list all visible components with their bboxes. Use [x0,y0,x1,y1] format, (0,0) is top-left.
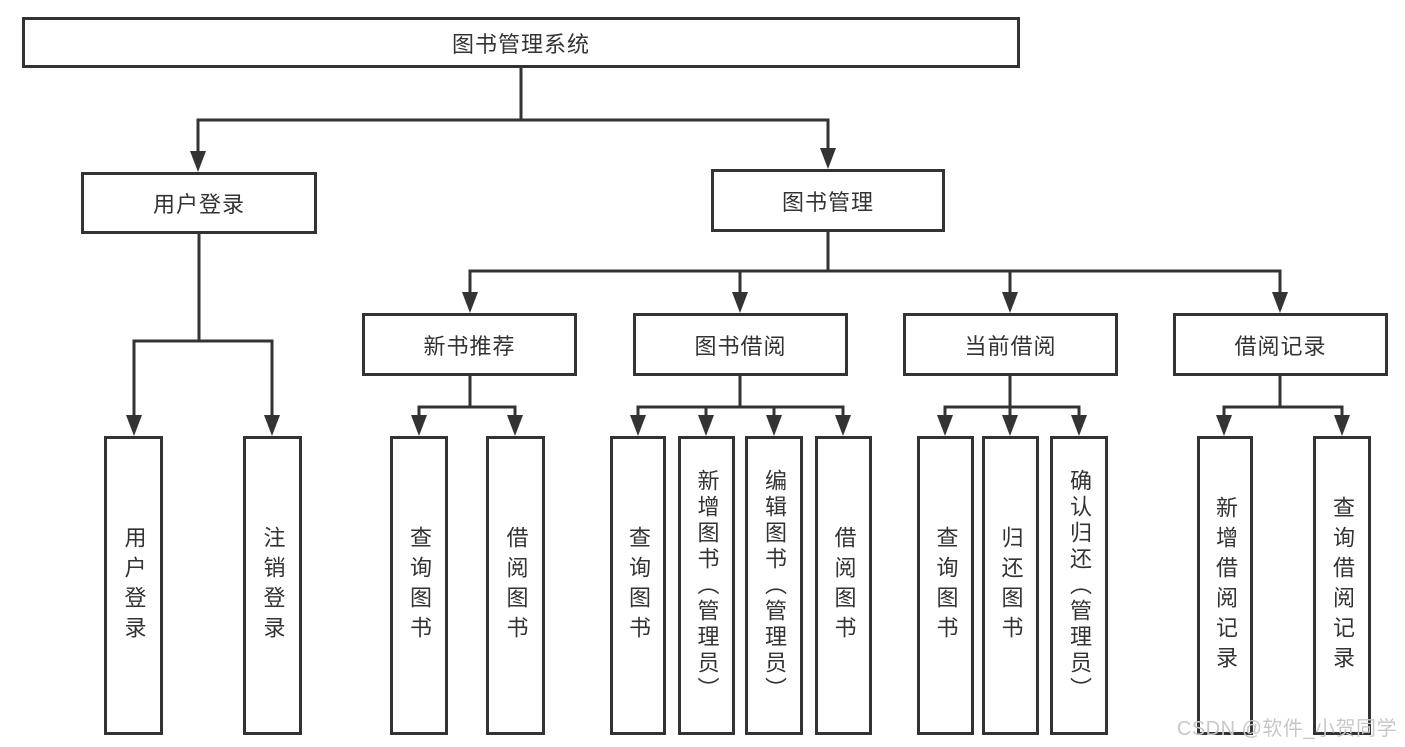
watermark: CSDN @软件_小贺同学 [1176,718,1397,740]
leaf-user-login: 用户登录 [104,436,163,735]
leaf-borrow-query-book-label: 查询图书 [626,525,651,646]
arrowhead-icon [1071,415,1087,436]
leaf-user-login-label: 用户登录 [121,525,147,646]
leaf-current-query-book-label: 查询图书 [933,525,959,646]
node-book-borrowing-label: 图书借阅 [694,333,787,359]
leaf-current-confirm-return-admin: 确认归还（管理员） [1050,436,1108,735]
node-new-book-recommendation: 新书推荐 [362,313,577,376]
leaf-recommend-borrow-book: 借阅图书 [486,436,545,735]
leaf-logout-label: 注销登录 [260,525,286,646]
leaf-records-query-record: 查询借阅记录 [1313,436,1371,735]
arrowhead-icon [766,415,782,436]
leaf-borrow-add-book-admin-label: 新增图书（管理员） [694,468,720,703]
leaf-records-add-record-label: 新增借阅记录 [1213,495,1238,676]
node-user-login: 用户登录 [81,172,317,234]
node-current-borrowing: 当前借阅 [903,313,1118,376]
arrowhead-icon [698,415,714,436]
arrowhead-icon [264,415,280,436]
arrowhead-icon [630,415,646,436]
node-borrowing-records-label: 借阅记录 [1234,333,1327,359]
node-book-management: 图书管理 [711,169,945,232]
leaf-borrow-borrow-book: 借阅图书 [815,436,872,735]
node-borrowing-records: 借阅记录 [1173,313,1388,376]
node-book-borrowing: 图书借阅 [633,313,848,376]
node-root: 图书管理系统 [22,17,1020,68]
arrowhead-icon [820,148,836,169]
node-current-borrowing-label: 当前借阅 [964,333,1057,359]
leaf-logout: 注销登录 [243,436,302,735]
leaf-recommend-borrow-book-label: 借阅图书 [503,525,529,646]
arrowhead-icon [1334,415,1350,436]
arrowheads [126,148,1350,436]
leaf-current-query-book: 查询图书 [917,436,974,735]
leaf-borrow-add-book-admin: 新增图书（管理员） [678,436,735,735]
leaf-records-add-record: 新增借阅记录 [1197,436,1253,735]
arrowhead-icon [1216,415,1232,436]
arrowhead-icon [462,292,478,313]
leaf-borrow-borrow-book-label: 借阅图书 [831,525,857,646]
leaf-recommend-query-book-label: 查询图书 [407,525,432,646]
node-book-management-label: 图书管理 [781,189,874,215]
arrowhead-icon [937,415,953,436]
leaf-borrow-edit-book-admin: 编辑图书（管理员） [745,436,803,735]
leaf-borrow-query-book: 查询图书 [610,436,666,735]
leaf-recommend-query-book: 查询图书 [390,436,448,735]
node-root-label: 图书管理系统 [451,31,590,57]
leaf-borrow-edit-book-admin-label: 编辑图书（管理员） [762,468,787,703]
arrowhead-icon [732,292,748,313]
leaf-records-query-record-label: 查询借阅记录 [1330,495,1355,676]
arrowhead-icon [411,415,427,436]
arrowhead-icon [190,151,206,172]
arrowhead-icon [1002,292,1018,313]
leaf-current-confirm-return-admin-label: 确认归还（管理员） [1067,468,1092,703]
node-new-book-recommendation-label: 新书推荐 [423,333,516,359]
arrowhead-icon [1002,415,1018,436]
arrowhead-icon [126,415,142,436]
arrowhead-icon [1272,292,1288,313]
arrowhead-icon [835,415,851,436]
node-user-login-label: 用户登录 [152,192,245,217]
arrowhead-icon [507,415,523,436]
leaf-current-return-book: 归还图书 [982,436,1039,735]
leaf-current-return-book-label: 归还图书 [998,525,1024,646]
